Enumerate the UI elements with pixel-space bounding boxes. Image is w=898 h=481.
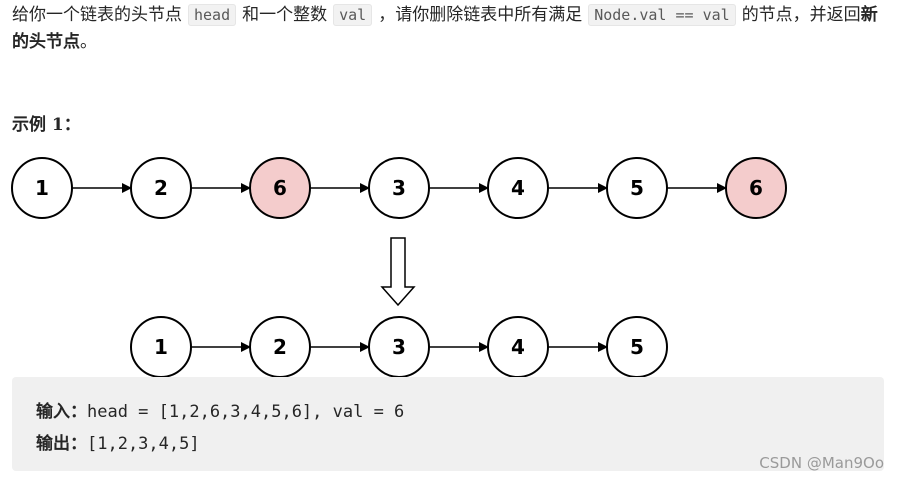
input-line: 输入：head = [1,2,6,3,4,5,6], val = 6 [36,397,404,422]
desc-text-5: 。 [80,32,97,52]
example-title: 示例 1： [12,115,81,135]
result-list-node-value: 3 [392,335,406,359]
example-io-box: 输入：head = [1,2,6,3,4,5,6], val = 6 输出：[1… [12,377,884,471]
result-list-node-value: 1 [154,335,168,359]
result-list-node-value: 2 [273,335,287,359]
result-list: 1 2 3 4 5 [130,316,668,378]
original-list-node-value: 4 [511,176,525,200]
down-arrow-icon [380,237,416,307]
output-label: 输出： [36,434,87,454]
result-list-node-value: 4 [511,335,525,359]
input-label: 输入： [36,402,87,422]
original-list-node-value: 6 [749,176,763,200]
original-list: 1 2 6 3 4 5 6 [11,157,787,219]
result-list-node-value: 5 [630,335,644,359]
code-condition: Node.val == val [588,4,736,26]
desc-text-2: 和一个整数 [242,5,328,25]
code-val: val [333,4,373,26]
output-line: 输出：[1,2,3,4,5] [36,429,200,454]
original-list-node-value: 6 [273,176,287,200]
original-list-node [725,157,787,219]
input-value: head = [1,2,6,3,4,5,6], val = 6 [87,402,405,422]
original-list-node-value: 3 [392,176,406,200]
desc-text-1: 给你一个链表的头节点 [12,5,182,25]
desc-bold: 新的头节点 [12,5,878,52]
code-head: head [188,4,237,26]
desc-text-3: ，请你删除链表中所有满足 [378,5,583,25]
original-list-node-value: 1 [35,176,49,200]
output-value: [1,2,3,4,5] [87,434,200,454]
original-list-node-value: 2 [154,176,168,200]
watermark: CSDN @Man9Oo [759,454,884,472]
original-list-node-value: 5 [630,176,644,200]
desc-text-4: 的节点，并返回 [741,5,861,25]
